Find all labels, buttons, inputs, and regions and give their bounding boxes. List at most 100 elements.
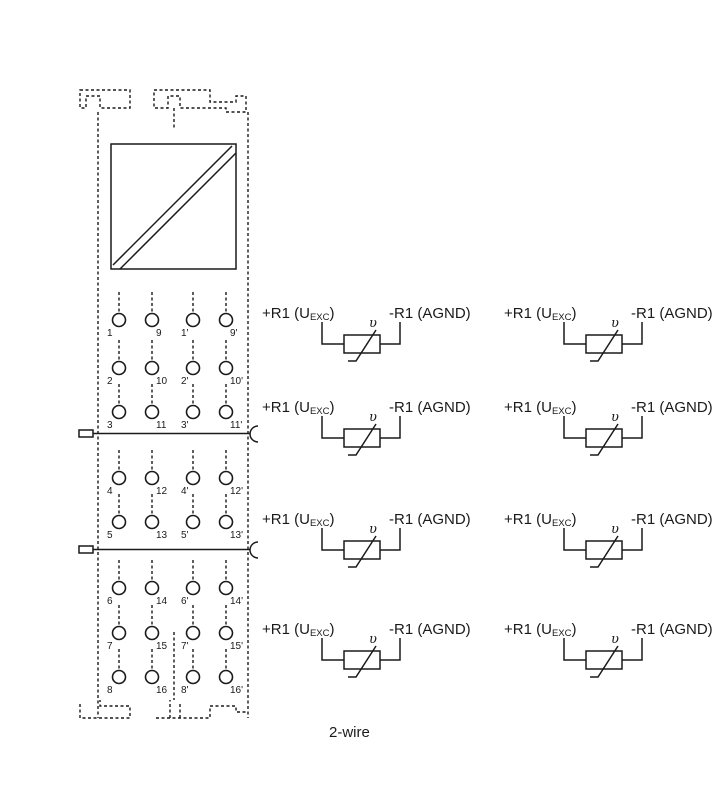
terminal-label: 16' [230,685,243,696]
terminal-point [111,404,127,420]
plus-r1-label: +R1 (UEXC) [504,511,576,529]
terminal-label: 3' [181,420,189,431]
wire-plus [563,416,586,439]
terminal-label: 7 [107,641,113,652]
rtd-resistor-icon [343,334,381,354]
minus-r1-label: -R1 (AGND) [631,305,713,322]
terminal-point [185,669,201,685]
thermistor-slash-icon [348,535,377,568]
terminal-point [111,580,127,596]
terminal-point [144,514,160,530]
rtd-circuit: +R1 (UEXC) -R1 (AGND) υ [504,399,713,456]
temperature-symbol-icon: υ [611,316,619,331]
terminal-point [185,625,201,641]
wire-plus [321,638,344,661]
terminal-point [144,580,160,596]
terminal-point [218,625,234,641]
rtd-resistor-icon [343,428,381,448]
rtd-resistor-icon [343,540,381,560]
terminal-label: 4' [181,486,189,497]
terminal-point [185,404,201,420]
terminal-point [218,312,234,328]
terminal-label: 6' [181,596,189,607]
terminal-label: 12' [230,486,243,497]
plus-r1-label: +R1 (UEXC) [504,399,576,417]
minus-r1-label: -R1 (AGND) [389,305,471,322]
terminal-label: 5 [107,530,113,541]
terminal-point [144,312,160,328]
terminal-point [144,625,160,641]
minus-r1-label: -R1 (AGND) [631,399,713,416]
terminal-point [111,312,127,328]
terminal-point [144,470,160,486]
terminal-label: 11' [230,420,242,431]
terminal-point [111,514,127,530]
wire-minus [622,638,643,661]
thermistor-slash-icon [348,645,377,678]
terminal-point [185,470,201,486]
terminal-label: 2' [181,376,189,387]
rtd-resistor-icon [585,428,623,448]
plus-r1-label: +R1 (UEXC) [262,511,334,529]
minus-r1-label: -R1 (AGND) [631,621,713,638]
terminal-label: 7' [181,641,189,652]
terminal-label: 13' [230,530,243,541]
wire-minus [622,322,643,345]
converter-symbol [110,143,237,270]
terminal-label: 10' [230,376,243,387]
wire-minus [622,416,643,439]
temperature-symbol-icon: υ [369,316,377,331]
temperature-symbol-icon: υ [369,410,377,425]
terminal-label: 1 [107,328,113,339]
rtd-circuit: +R1 (UEXC)-R1 (AGND)υ [262,399,471,456]
rtd-circuit: +R1 (UEXC)-R1 (AGND)υ [262,621,471,678]
temperature-symbol-icon: υ [611,632,619,647]
wire-minus [380,528,401,551]
terminal-label: 15 [156,641,168,652]
temperature-symbol-icon: υ [611,522,619,537]
wire-plus [563,322,586,345]
terminal-label: 3 [107,420,113,431]
temperature-symbol-icon: υ [369,522,377,537]
terminal-point [111,360,127,376]
terminal-label: 15' [230,641,243,652]
minus-r1-label: -R1 (AGND) [389,399,471,416]
terminal-label: 13 [156,530,168,541]
plus-r1-label: +R1 (UEXC) [504,305,576,323]
thermistor-slash-icon [348,329,377,362]
terminal-label: 14' [230,596,243,607]
rtd-circuit: +R1 (UEXC) -R1 (AGND) υ [504,621,713,678]
terminal-point [185,514,201,530]
terminal-label: 14 [156,596,168,607]
terminal-label: 8 [107,685,113,696]
wire-minus [380,322,401,345]
wire-plus [563,638,586,661]
rtd-circuit: +R1 (UEXC) -R1 (AGND) υ [262,305,471,362]
terminal-point [111,625,127,641]
terminal-label: 5' [181,530,189,541]
wire-minus [380,638,401,661]
rtd-resistor-icon [343,650,381,670]
thermistor-slash-icon [590,423,619,456]
terminal-label: 8' [181,685,189,696]
terminal-point [111,669,127,685]
terminal-label: 4 [107,486,113,497]
terminal-point [111,470,127,486]
terminal-point [218,470,234,486]
plus-r1-label: +R1 (UEXC) [262,305,334,323]
rtd-resistor-icon [585,334,623,354]
terminal-point [218,404,234,420]
wiring-caption: 2-wire [329,724,370,741]
sensor-circuits: +R1 (UEXC) -R1 (AGND) υ +R1 (UEXC) -R1 (AGND… [262,305,713,678]
temperature-symbol-icon: υ [611,410,619,425]
terminal-point [218,580,234,596]
shield-bus-line-upper [78,425,259,443]
terminal-point [185,580,201,596]
terminal-point [185,360,201,376]
terminal-point [218,514,234,530]
plus-r1-label: +R1 (UEXC) [504,621,576,639]
terminal-label: 2 [107,376,113,387]
rtd-circuit: +R1 (UEXC)-R1 (AGND)υ [262,511,471,568]
terminal-point [185,312,201,328]
wire-plus [563,528,586,551]
